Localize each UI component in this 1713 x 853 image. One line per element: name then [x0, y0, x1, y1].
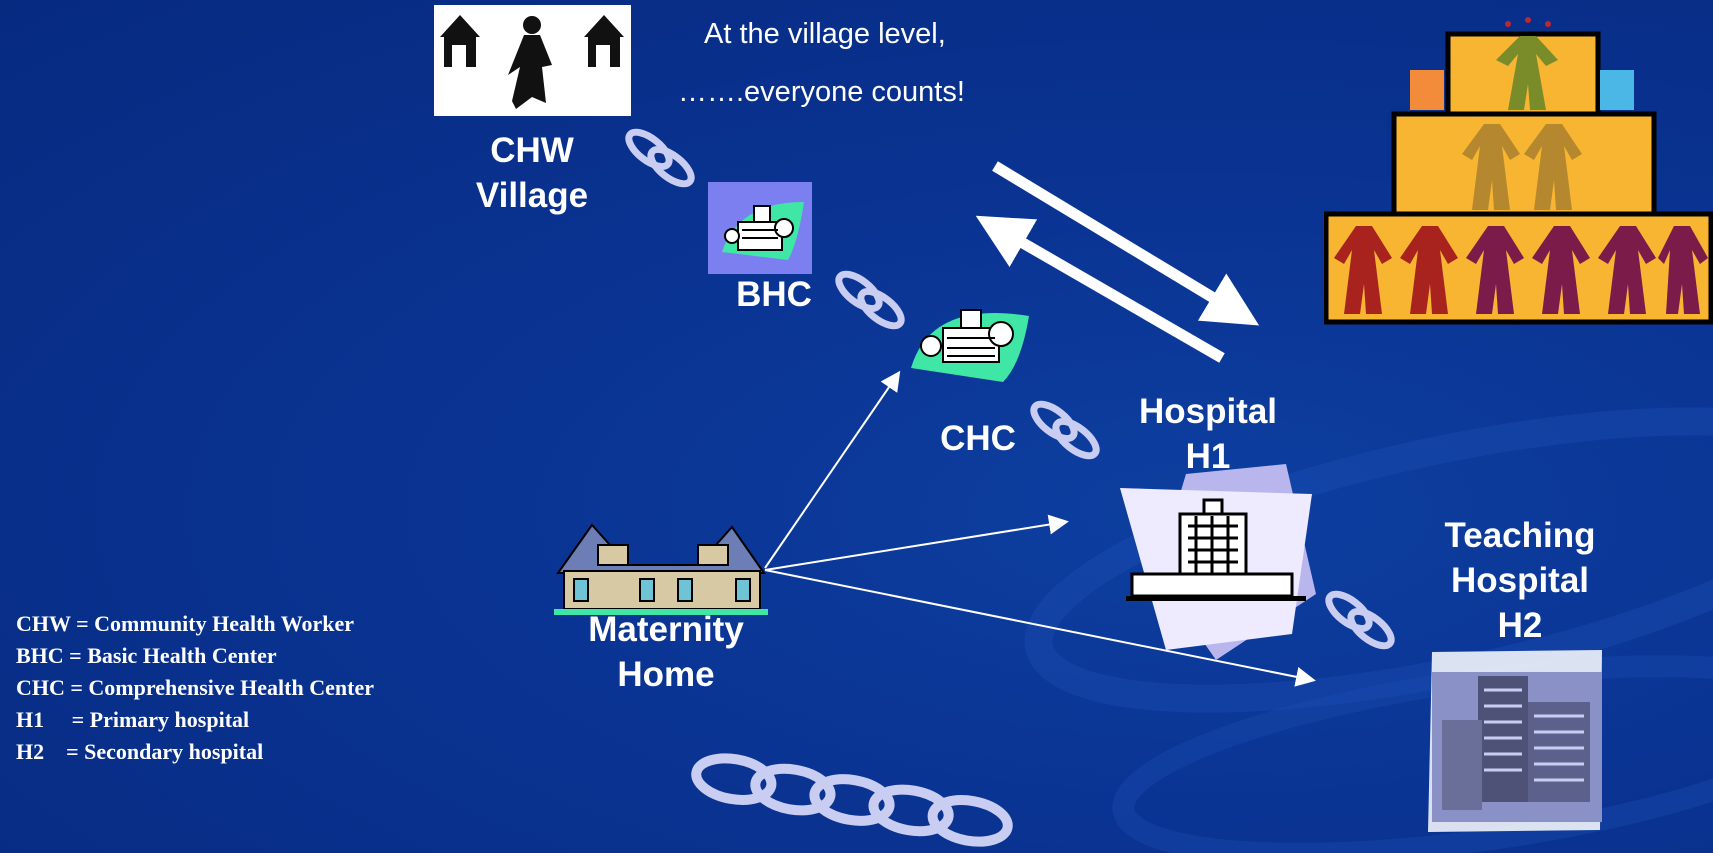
label-teaching-hospital-h2: Teaching Hospital H2 — [1444, 516, 1596, 645]
arrow-to-hospital — [992, 161, 1260, 326]
label-hospital-h1: Hospital H1 — [1138, 392, 1278, 476]
chain-link-icon — [835, 270, 905, 330]
chain-link-icon — [625, 128, 695, 188]
chain-link-icon — [691, 753, 1013, 847]
legend-item: BHC = Basic Health Center — [16, 643, 277, 668]
maternity-home-icon — [554, 523, 768, 615]
arrow-maternity-chc — [764, 370, 901, 569]
health-center-icon — [911, 309, 1029, 382]
caption-line-1: At the village level, — [704, 18, 946, 50]
legend-item: H1 = Primary hospital — [16, 707, 250, 732]
arrow-maternity-h1 — [764, 514, 1069, 571]
label-chc: CHC — [940, 419, 1016, 458]
caption-line-2: …….everyone counts! — [678, 76, 965, 108]
legend-item: CHW = Community Health Worker — [16, 611, 355, 636]
legend-item: CHC = Comprehensive Health Center — [16, 675, 374, 700]
chain-link-icon — [1325, 590, 1395, 650]
label-maternity-home: Maternity Home — [588, 610, 744, 694]
chain-link-icon — [1030, 400, 1100, 460]
legend-item: H2 = Secondary hospital — [16, 739, 264, 764]
legend: CHW = Community Health Worker BHC = Basi… — [16, 608, 374, 768]
hospital-building-icon — [1120, 464, 1316, 660]
arrow-to-bhc — [975, 215, 1225, 363]
village-walker-icon — [434, 5, 631, 116]
arrow-maternity-h2 — [764, 569, 1316, 687]
people-pyramid-icon — [1324, 17, 1713, 325]
health-center-icon — [708, 182, 812, 274]
teaching-hospital-icon — [1428, 650, 1602, 832]
label-bhc: BHC — [736, 275, 812, 314]
label-chw-village: CHW Village — [475, 131, 589, 215]
